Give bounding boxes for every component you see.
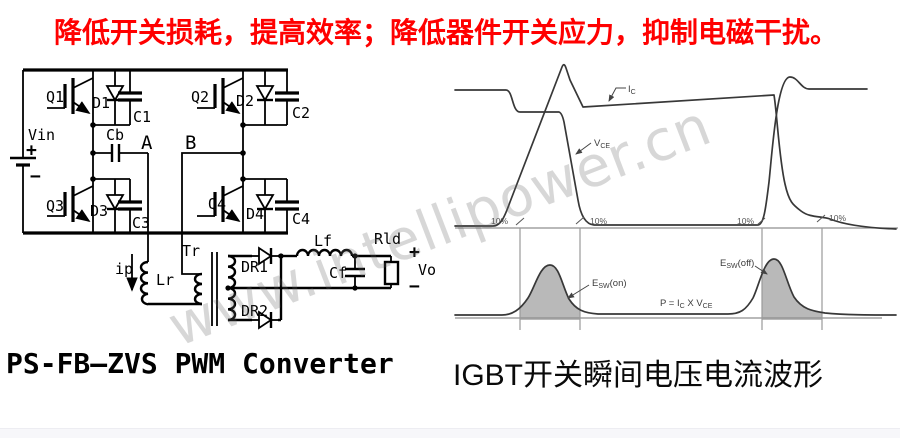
inductor-lr <box>139 260 149 306</box>
esw-on-label: ESW(on) <box>592 278 627 290</box>
pct-label-1: 10% <box>491 216 508 226</box>
vce-leader <box>575 142 592 155</box>
ip-label: ip <box>115 260 133 278</box>
battery-vin <box>10 70 36 233</box>
diode-d2 <box>255 68 275 127</box>
vo-label: Vo <box>418 261 436 279</box>
inductor-lf <box>295 248 354 257</box>
diode-d3 <box>105 177 125 236</box>
vo-plus-sign: + <box>409 242 420 263</box>
pct-ticks <box>515 214 826 226</box>
dr1-label: DR1 <box>241 258 268 276</box>
q2-label: Q2 <box>191 88 209 106</box>
d2-label: D2 <box>236 92 254 110</box>
rld-label: Rld <box>374 230 401 248</box>
cb-label: Cb <box>106 126 124 144</box>
vin-minus-sign: − <box>30 166 41 187</box>
vce-trace <box>454 76 868 226</box>
cf-label: Cf <box>329 264 347 282</box>
waveform-caption: IGBT开关瞬间电压电流波形 <box>453 359 824 392</box>
waveform-diagram: 10% 10% 10% 10% IC VCE ESW(on) ESW(off) … <box>454 63 898 330</box>
d3-label: D3 <box>90 202 108 220</box>
d4-label: D4 <box>246 205 264 223</box>
power-trace <box>454 258 897 316</box>
vin-label: Vin <box>28 126 55 144</box>
ic-leader <box>608 87 626 102</box>
lf-label: Lf <box>314 232 332 250</box>
node-b-label: B <box>185 132 196 154</box>
circuit-diagram: Vin + − <box>10 68 436 330</box>
circuit-caption: PS-FB—ZVS PWM Converter <box>6 347 394 380</box>
pct-label-2: 10% <box>590 216 607 226</box>
esw-off-label: ESW(off) <box>720 258 754 270</box>
d1-label: D1 <box>92 94 110 112</box>
q3-label: Q3 <box>46 197 64 215</box>
esw-on-leader <box>567 284 590 299</box>
node-a-label: A <box>141 132 153 154</box>
esw-shaded-areas <box>520 259 822 320</box>
vin-plus-sign: + <box>26 140 37 161</box>
c3-label: C3 <box>132 214 150 232</box>
resistor-rld <box>383 256 400 288</box>
c1-label: C1 <box>133 108 151 126</box>
vce-label: VCE <box>594 138 610 150</box>
q1-label: Q1 <box>46 88 64 106</box>
cap-cf <box>345 256 365 288</box>
page-title: 降低开关损耗，提高效率；降低器件开关应力，抑制电磁干扰。 <box>54 17 839 48</box>
tr-label: Tr <box>182 242 200 260</box>
ic-label: IC <box>628 84 636 96</box>
ic-trace <box>454 63 897 230</box>
pct-label-4: 10% <box>829 213 846 223</box>
c2-label: C2 <box>292 104 310 122</box>
vo-minus-sign: − <box>409 276 420 297</box>
dr2-label: DR2 <box>241 302 268 320</box>
esw-off-leader <box>754 265 768 275</box>
power-formula: P = IC X VCE <box>660 298 713 310</box>
blocking-cap-cb <box>93 144 148 162</box>
c4-label: C4 <box>292 210 310 228</box>
node-b-wire <box>181 152 243 275</box>
pct-label-3: 10% <box>737 216 754 226</box>
lr-label: Lr <box>156 271 174 289</box>
q4-label: Q4 <box>208 195 226 213</box>
bottom-bar <box>0 428 900 438</box>
